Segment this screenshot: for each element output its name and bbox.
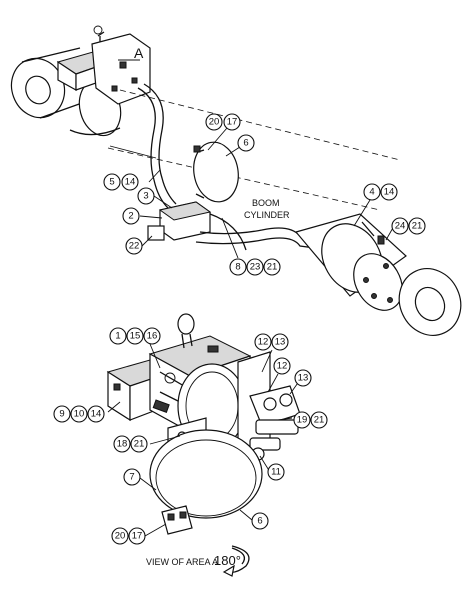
- callout: 20: [205, 113, 223, 131]
- svg-text:1: 1: [115, 331, 120, 342]
- svg-text:17: 17: [227, 117, 238, 128]
- callout: 14: [121, 173, 139, 191]
- svg-text:21: 21: [267, 262, 278, 273]
- svg-text:13: 13: [298, 373, 309, 384]
- svg-text:19: 19: [297, 415, 308, 426]
- callout: 8: [229, 258, 247, 276]
- svg-text:2: 2: [128, 211, 133, 222]
- svg-text:16: 16: [147, 331, 158, 342]
- leader-lines-bottom: [107, 343, 301, 537]
- svg-text:21: 21: [412, 221, 423, 232]
- callout: 22: [125, 237, 143, 255]
- callout: 24: [391, 217, 409, 235]
- svg-text:14: 14: [384, 187, 395, 198]
- svg-text:12: 12: [258, 337, 269, 348]
- callout: 2: [122, 207, 140, 225]
- boom-label: BOOM: [252, 198, 280, 208]
- callout: 14: [87, 405, 105, 423]
- callout: 12: [254, 333, 272, 351]
- callout: 19: [293, 411, 311, 429]
- callout: 14: [380, 183, 398, 201]
- svg-text:3: 3: [143, 191, 148, 202]
- svg-text:6: 6: [257, 516, 262, 527]
- callout: 21: [408, 217, 426, 235]
- svg-text:5: 5: [109, 177, 114, 188]
- callout: 6: [237, 134, 255, 152]
- svg-text:18: 18: [117, 439, 128, 450]
- callout: 5: [103, 173, 121, 191]
- svg-text:8: 8: [235, 262, 240, 273]
- svg-text:12: 12: [277, 361, 288, 372]
- callout: 21: [310, 411, 328, 429]
- svg-text:6: 6: [243, 138, 248, 149]
- svg-text:4: 4: [369, 187, 374, 198]
- svg-text:17: 17: [132, 531, 143, 542]
- callout: 7: [123, 468, 141, 486]
- svg-text:21: 21: [134, 439, 145, 450]
- view-angle-label: 180°: [214, 553, 241, 568]
- callout: 4: [363, 183, 381, 201]
- svg-text:10: 10: [74, 409, 85, 420]
- callout: 1: [109, 327, 127, 345]
- callout: 18: [113, 435, 131, 453]
- callout: 10: [70, 405, 88, 423]
- cylinder-label: CYLINDER: [244, 210, 290, 220]
- callout: 17: [128, 527, 146, 545]
- callout: 6: [251, 512, 269, 530]
- svg-text:20: 20: [115, 531, 126, 542]
- svg-text:14: 14: [91, 409, 102, 420]
- callout: 23: [246, 258, 264, 276]
- callout: 13: [271, 333, 289, 351]
- callout: 21: [263, 258, 281, 276]
- callouts-top: 20 17 6 5 14 3 2 22 8 23 21 4 14 24 21: [103, 113, 426, 276]
- svg-text:11: 11: [271, 467, 281, 478]
- callout: 13: [294, 369, 312, 387]
- svg-text:13: 13: [275, 337, 286, 348]
- leader-lines-top: [118, 59, 395, 259]
- callout: 16: [143, 327, 161, 345]
- boom-cylinder-drawing: [10, 25, 462, 336]
- callout: 20: [111, 527, 129, 545]
- callout: 11: [267, 463, 285, 481]
- callout: 3: [137, 187, 155, 205]
- callout: 9: [53, 405, 71, 423]
- svg-text:23: 23: [250, 262, 261, 273]
- callout: 17: [223, 113, 241, 131]
- svg-text:15: 15: [130, 331, 141, 342]
- svg-text:22: 22: [129, 241, 140, 252]
- svg-text:7: 7: [129, 472, 134, 483]
- svg-text:14: 14: [125, 177, 136, 188]
- callout: 21: [130, 435, 148, 453]
- callout: 15: [126, 327, 144, 345]
- svg-text:21: 21: [314, 415, 325, 426]
- area-a-label: A: [134, 45, 144, 61]
- view-of-area-label: VIEW OF AREA A: [146, 557, 218, 567]
- svg-text:24: 24: [395, 221, 406, 232]
- area-a-detail-drawing: [106, 313, 301, 577]
- svg-text:20: 20: [209, 117, 220, 128]
- callout: 12: [273, 357, 291, 375]
- svg-text:9: 9: [59, 409, 64, 420]
- callouts-bottom: 1 15 16 12 13 12 13 9 10 14 19 21 18 21 …: [53, 327, 328, 545]
